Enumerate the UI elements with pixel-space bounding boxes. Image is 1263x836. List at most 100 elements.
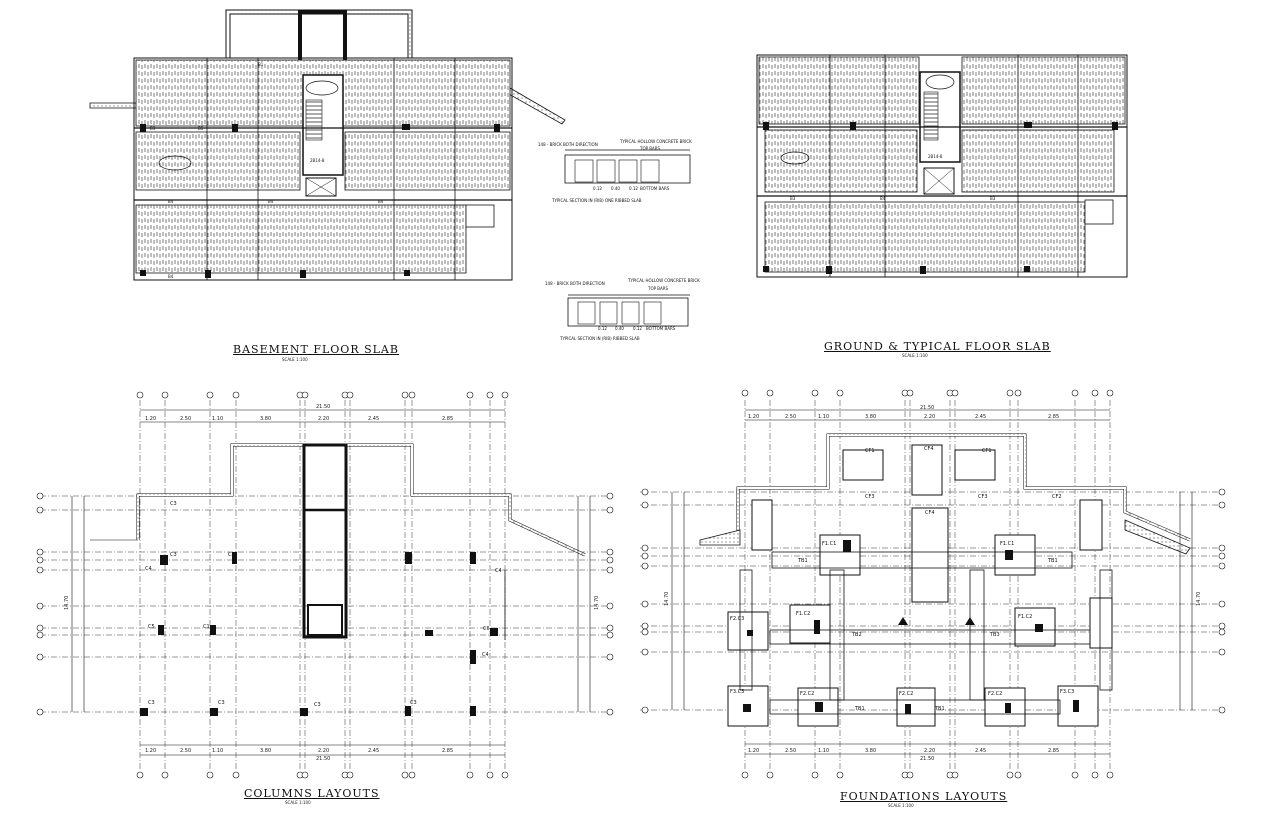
columns-dim-b4: 1.10 [212, 748, 223, 754]
column-label-c3-b: C3 [170, 552, 177, 558]
column-label-c4-c: C4 [482, 652, 489, 658]
beam-label-b1: B3 [150, 126, 156, 131]
found-label-cf1-b: CF1 [982, 448, 992, 454]
section-top-caption: TYPICAL SECTION IN (RIB) ONE RIBBED SLAB [551, 198, 642, 203]
columns-layout-plan: C3 C3 C4 C2 C4 C5 C1 C6 C4 C3 C3 C3 C3 2… [36, 391, 614, 779]
found-total-height-left: 14.70 [664, 592, 670, 606]
section-top-bottom-bars: BOTTOM BARS [640, 186, 670, 191]
columns-dim-1: 1.20 [145, 416, 156, 422]
found-label-f2c2-b: F2.C2 [899, 691, 913, 697]
found-label-tb1-a: TB1 [797, 558, 808, 564]
beam-label-g1: B3 [790, 196, 796, 201]
found-dim-6: 3.80 [865, 414, 876, 420]
section-top-left-label: 148 - BRICK BOTH DIRECTION [538, 142, 598, 147]
column-label-c4-b: C4 [495, 568, 502, 574]
found-label-f1c2-a: F1.C2 [796, 611, 810, 617]
found-overall-dim-bottom: 21.50 [920, 756, 934, 762]
column-label-c5: C5 [148, 624, 155, 630]
column-label-c3-e: C3 [314, 702, 321, 708]
found-dim-b3: 2.50 [785, 748, 796, 754]
found-label-f2c2-c: F2.C2 [988, 691, 1002, 697]
column-label-c1: C1 [203, 624, 210, 630]
found-dim-13: 2.85 [1048, 414, 1059, 420]
columns-dim-b3: 2.50 [180, 748, 191, 754]
ground-slab-title: GROUND & TYPICAL FLOOR SLAB [824, 340, 1051, 353]
columns-total-height-right: 14.70 [594, 596, 600, 610]
found-label-f3c3-b: F3.C3 [1060, 689, 1074, 695]
foundations-layout-plan: CF1 CF4 CF1 CF3 CF3 CF2 CF4 F1.C1 F1.C1 … [640, 389, 1226, 779]
beam-label-g3: B3 [990, 196, 996, 201]
found-label-f2c3: F2.C3 [730, 616, 744, 622]
rib-section-detail-top: 148 - BRICK BOTH DIRECTION TYPICAL HOLLO… [538, 139, 692, 203]
ground-floor-slab-plan: 2B14-8 B3 B4 B3 [756, 54, 1128, 278]
beam-label-b5: B5 [198, 126, 204, 131]
found-dim-b4: 1.10 [818, 748, 829, 754]
found-label-f1c2-b: F1.C2 [1018, 614, 1032, 620]
found-label-f1c1-b: F1.C1 [1000, 541, 1014, 547]
column-label-c4-a: C4 [145, 566, 152, 572]
found-label-tb2: TB2 [851, 632, 862, 638]
found-total-height-right: 14.70 [1196, 592, 1202, 606]
foundations-layout-scale: SCALE 1:100 [888, 803, 914, 808]
columns-layout-title: COLUMNS LAYOUTS [244, 787, 380, 800]
beam-label-g2: B4 [880, 196, 886, 201]
column-label-c3-a: C3 [170, 501, 177, 507]
columns-dim-13: 2.85 [442, 416, 453, 422]
section-top-dim-1: 0.12 [593, 186, 602, 191]
beam-label-top: B1 [258, 62, 264, 67]
columns-dim-3: 2.50 [180, 416, 191, 422]
column-label-c3-f: C3 [410, 700, 417, 706]
section-bottom-right-label: TYPICAL HOLLOW CONCRETE BRICK [627, 278, 700, 283]
section-bottom-dim-3: 0.12 [633, 326, 642, 331]
columns-dim-9: 2.20 [318, 416, 329, 422]
section-bottom-top-bars: TOP BARS [647, 286, 669, 291]
found-label-tb1-b: TB1 [1047, 558, 1058, 564]
columns-overall-dim-top: 21.50 [316, 404, 330, 410]
beam-label-b4c: B4 [378, 199, 384, 204]
columns-dim-b1: 1.20 [145, 748, 156, 754]
section-bottom-dim-2: 0.40 [615, 326, 624, 331]
found-dim-b10: 2.45 [975, 748, 986, 754]
found-dim-3: 2.50 [785, 414, 796, 420]
column-label-c6: C6 [483, 626, 490, 632]
section-bottom-caption: TYPICAL SECTION IN (RIB) RIBBED SLAB [559, 336, 640, 341]
section-top-right-label: TYPICAL HOLLOW CONCRETE BRICK [619, 139, 692, 144]
found-dim-1: 1.20 [748, 414, 759, 420]
beam-label-b4b: B4 [268, 199, 274, 204]
found-label-tb1-d: TB1 [934, 706, 945, 712]
section-bottom-dim-1: 0.12 [598, 326, 607, 331]
beam-label-bottom: B4 [168, 274, 174, 279]
found-dim-b13: 2.85 [1048, 748, 1059, 754]
found-label-f3c3-a: F3.C3 [730, 689, 744, 695]
stair-label-ground: 2B14-8 [928, 154, 943, 159]
found-label-cf3-b: CF3 [978, 494, 988, 500]
column-label-c3-c: C3 [148, 700, 155, 706]
section-top-dim-3: 0.12 [629, 186, 638, 191]
rib-section-detail-bottom: 148 - BRICK BOTH DIRECTION TYPICAL HOLLO… [545, 278, 700, 341]
found-label-f2c2-a: F2.C2 [800, 691, 814, 697]
found-label-cf2-a: CF2 [1052, 494, 1062, 500]
found-overall-dim-top: 21.50 [920, 405, 934, 411]
section-top-dim-2: 0.40 [611, 186, 620, 191]
found-label-cf1-a: CF1 [865, 448, 875, 454]
found-label-cf5: CF4 [925, 510, 935, 516]
column-label-c2: C2 [228, 552, 235, 558]
columns-layout-scale: SCALE 1:100 [285, 800, 311, 805]
foundations-layout-title: FOUNDATIONS LAYOUTS [840, 790, 1008, 803]
columns-total-height-left: 14.70 [64, 596, 70, 610]
found-label-f1c1-a: F1.C1 [822, 541, 836, 547]
columns-dim-b6: 3.80 [260, 748, 271, 754]
basement-slab-scale: SCALE 1:100 [282, 357, 308, 362]
basement-floor-slab-plan: B3 B5 B1 B4 B4 B4 B4 2B14-8 [89, 9, 566, 281]
column-label-c3-d: C3 [218, 700, 225, 706]
found-dim-4: 1.10 [818, 414, 829, 420]
found-dim-10: 2.45 [975, 414, 986, 420]
columns-dim-b10: 2.45 [368, 748, 379, 754]
ground-slab-scale: SCALE 1:100 [902, 353, 928, 358]
columns-overall-dim-bottom: 21.50 [316, 756, 330, 762]
found-dim-b1: 1.20 [748, 748, 759, 754]
found-label-cf4: CF4 [924, 446, 934, 452]
columns-dim-6: 3.80 [260, 416, 271, 422]
found-dim-b9: 2.20 [924, 748, 935, 754]
found-label-tb1-c: TB1 [854, 706, 865, 712]
